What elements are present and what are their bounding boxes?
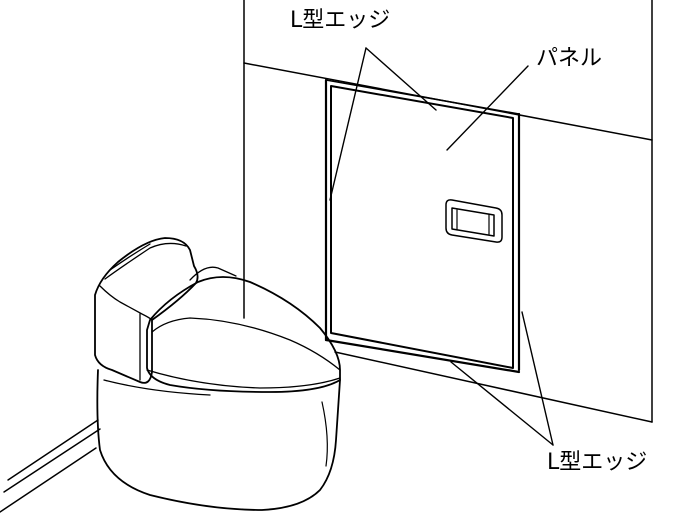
panel-label: パネル <box>536 46 603 71</box>
toilet <box>94 237 341 511</box>
l-edge-trim <box>324 78 521 372</box>
paper-holder <box>445 199 503 243</box>
floor-edge <box>0 419 101 513</box>
leader-lines <box>329 47 554 446</box>
panel <box>324 85 521 374</box>
l-edge-label-bottom: L型エッジ <box>547 450 648 475</box>
l-edge-label-top: L型エッジ <box>290 8 391 33</box>
